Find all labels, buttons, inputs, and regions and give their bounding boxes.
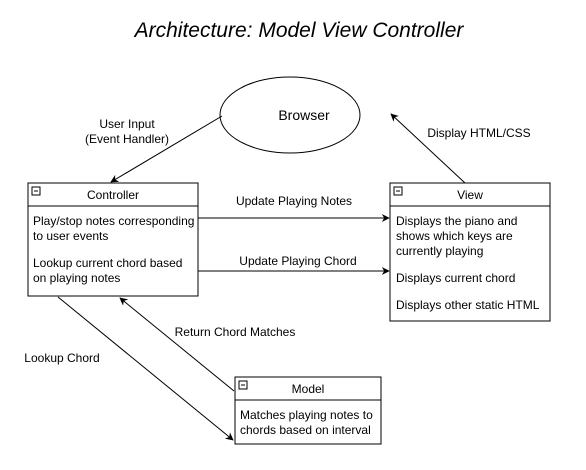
- arrow-model-to-controller: [119, 297, 235, 392]
- arrow-view-to-browser: [390, 113, 466, 184]
- controller-line: Play/stop notes corresponding: [33, 214, 194, 228]
- browser-label: Browser: [278, 107, 330, 123]
- view-line: currently playing: [396, 244, 483, 258]
- edge-label-user-input: User Input: [99, 117, 155, 131]
- view-line: Displays the piano and: [396, 214, 517, 228]
- view-line: Displays current chord: [396, 271, 515, 285]
- view-line: shows which keys are: [396, 229, 513, 243]
- edge-label-update-notes: Update Playing Notes: [236, 194, 352, 208]
- view-title: View: [457, 188, 483, 202]
- edge-label-display-html: Display HTML/CSS: [427, 126, 530, 140]
- model-line: chords based on interval: [240, 423, 371, 437]
- edge-label-return-matches: Return Chord Matches: [175, 325, 296, 339]
- edge-label-update-chord: Update Playing Chord: [239, 254, 356, 268]
- model-title: Model: [292, 382, 325, 396]
- view-line: Displays other static HTML: [396, 298, 540, 312]
- collapse-icon[interactable]: [393, 186, 403, 196]
- diagram-title: Architecture: Model View Controller: [133, 19, 465, 42]
- browser-node: Browser: [219, 76, 361, 154]
- controller-frame: [27, 182, 199, 297]
- controller-title: Controller: [87, 188, 139, 202]
- collapse-icon[interactable]: [238, 380, 248, 390]
- model-line: Matches playing notes to: [240, 408, 373, 422]
- controller-line: to user events: [33, 229, 108, 243]
- edge-label-user-input: (Event Handler): [85, 132, 169, 146]
- controller-box: Controller Play/stop notes corresponding…: [27, 182, 199, 297]
- controller-line: on playing notes: [33, 271, 120, 285]
- controller-line: Lookup current chord based: [33, 256, 182, 270]
- view-box: View Displays the piano and shows which …: [389, 182, 551, 322]
- arrow-controller-to-model: [57, 296, 234, 441]
- arrow-browser-to-controller: [110, 115, 223, 183]
- edge-label-lookup-chord: Lookup Chord: [24, 351, 99, 365]
- model-box: Model Matches playing notes to chords ba…: [234, 376, 382, 445]
- model-frame: [234, 376, 382, 445]
- browser-ellipse: [219, 76, 361, 154]
- collapse-icon[interactable]: [31, 186, 41, 196]
